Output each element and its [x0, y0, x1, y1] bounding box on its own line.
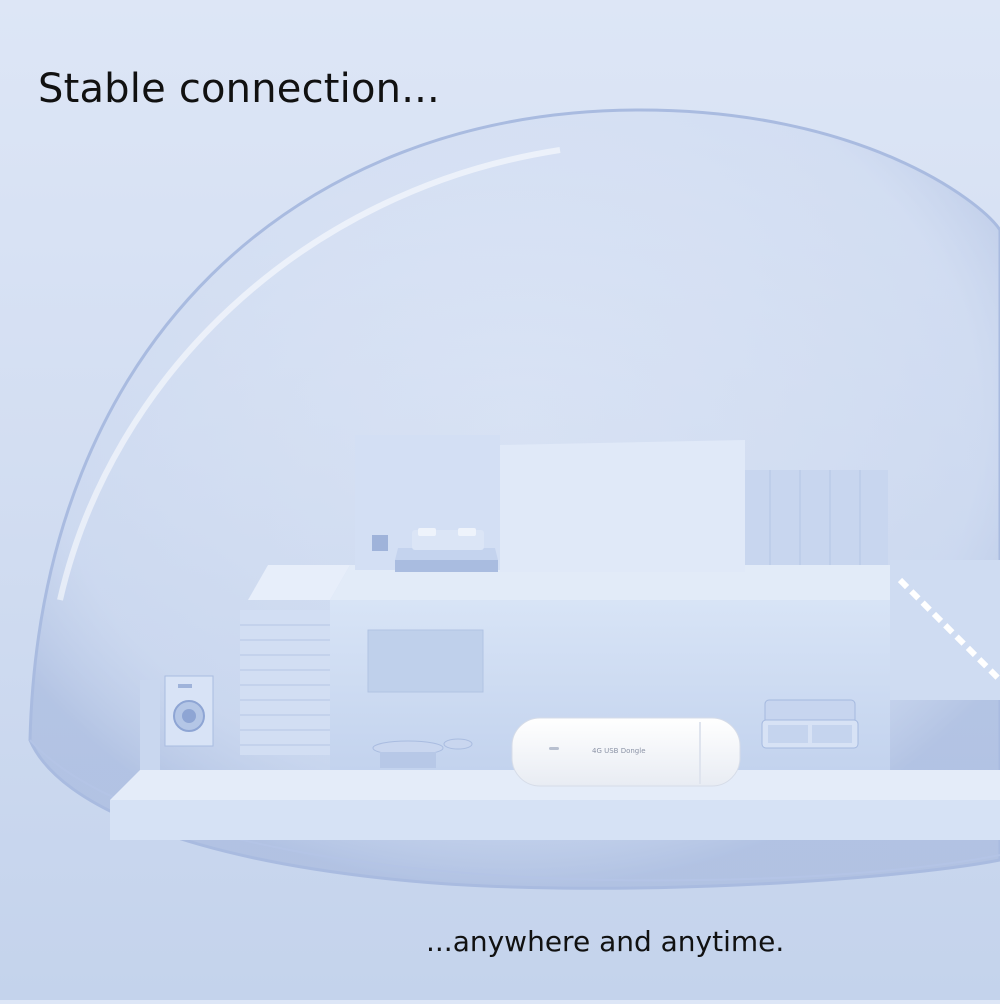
washing-machine: [164, 675, 214, 747]
right-staircase: [890, 560, 1000, 700]
sofa: [761, 699, 859, 749]
tagline: ...anywhere and anytime.: [426, 925, 785, 958]
headline: Stable connection...: [38, 66, 440, 112]
coffee-table: [372, 738, 473, 768]
middle-floor: [240, 560, 1000, 770]
usb-dongle: 4G USB Dongle: [511, 717, 741, 787]
left-staircase: [240, 565, 350, 755]
bed: [395, 528, 498, 572]
dongle-label: 4G USB Dongle: [592, 747, 646, 755]
top-floor: [355, 435, 888, 572]
